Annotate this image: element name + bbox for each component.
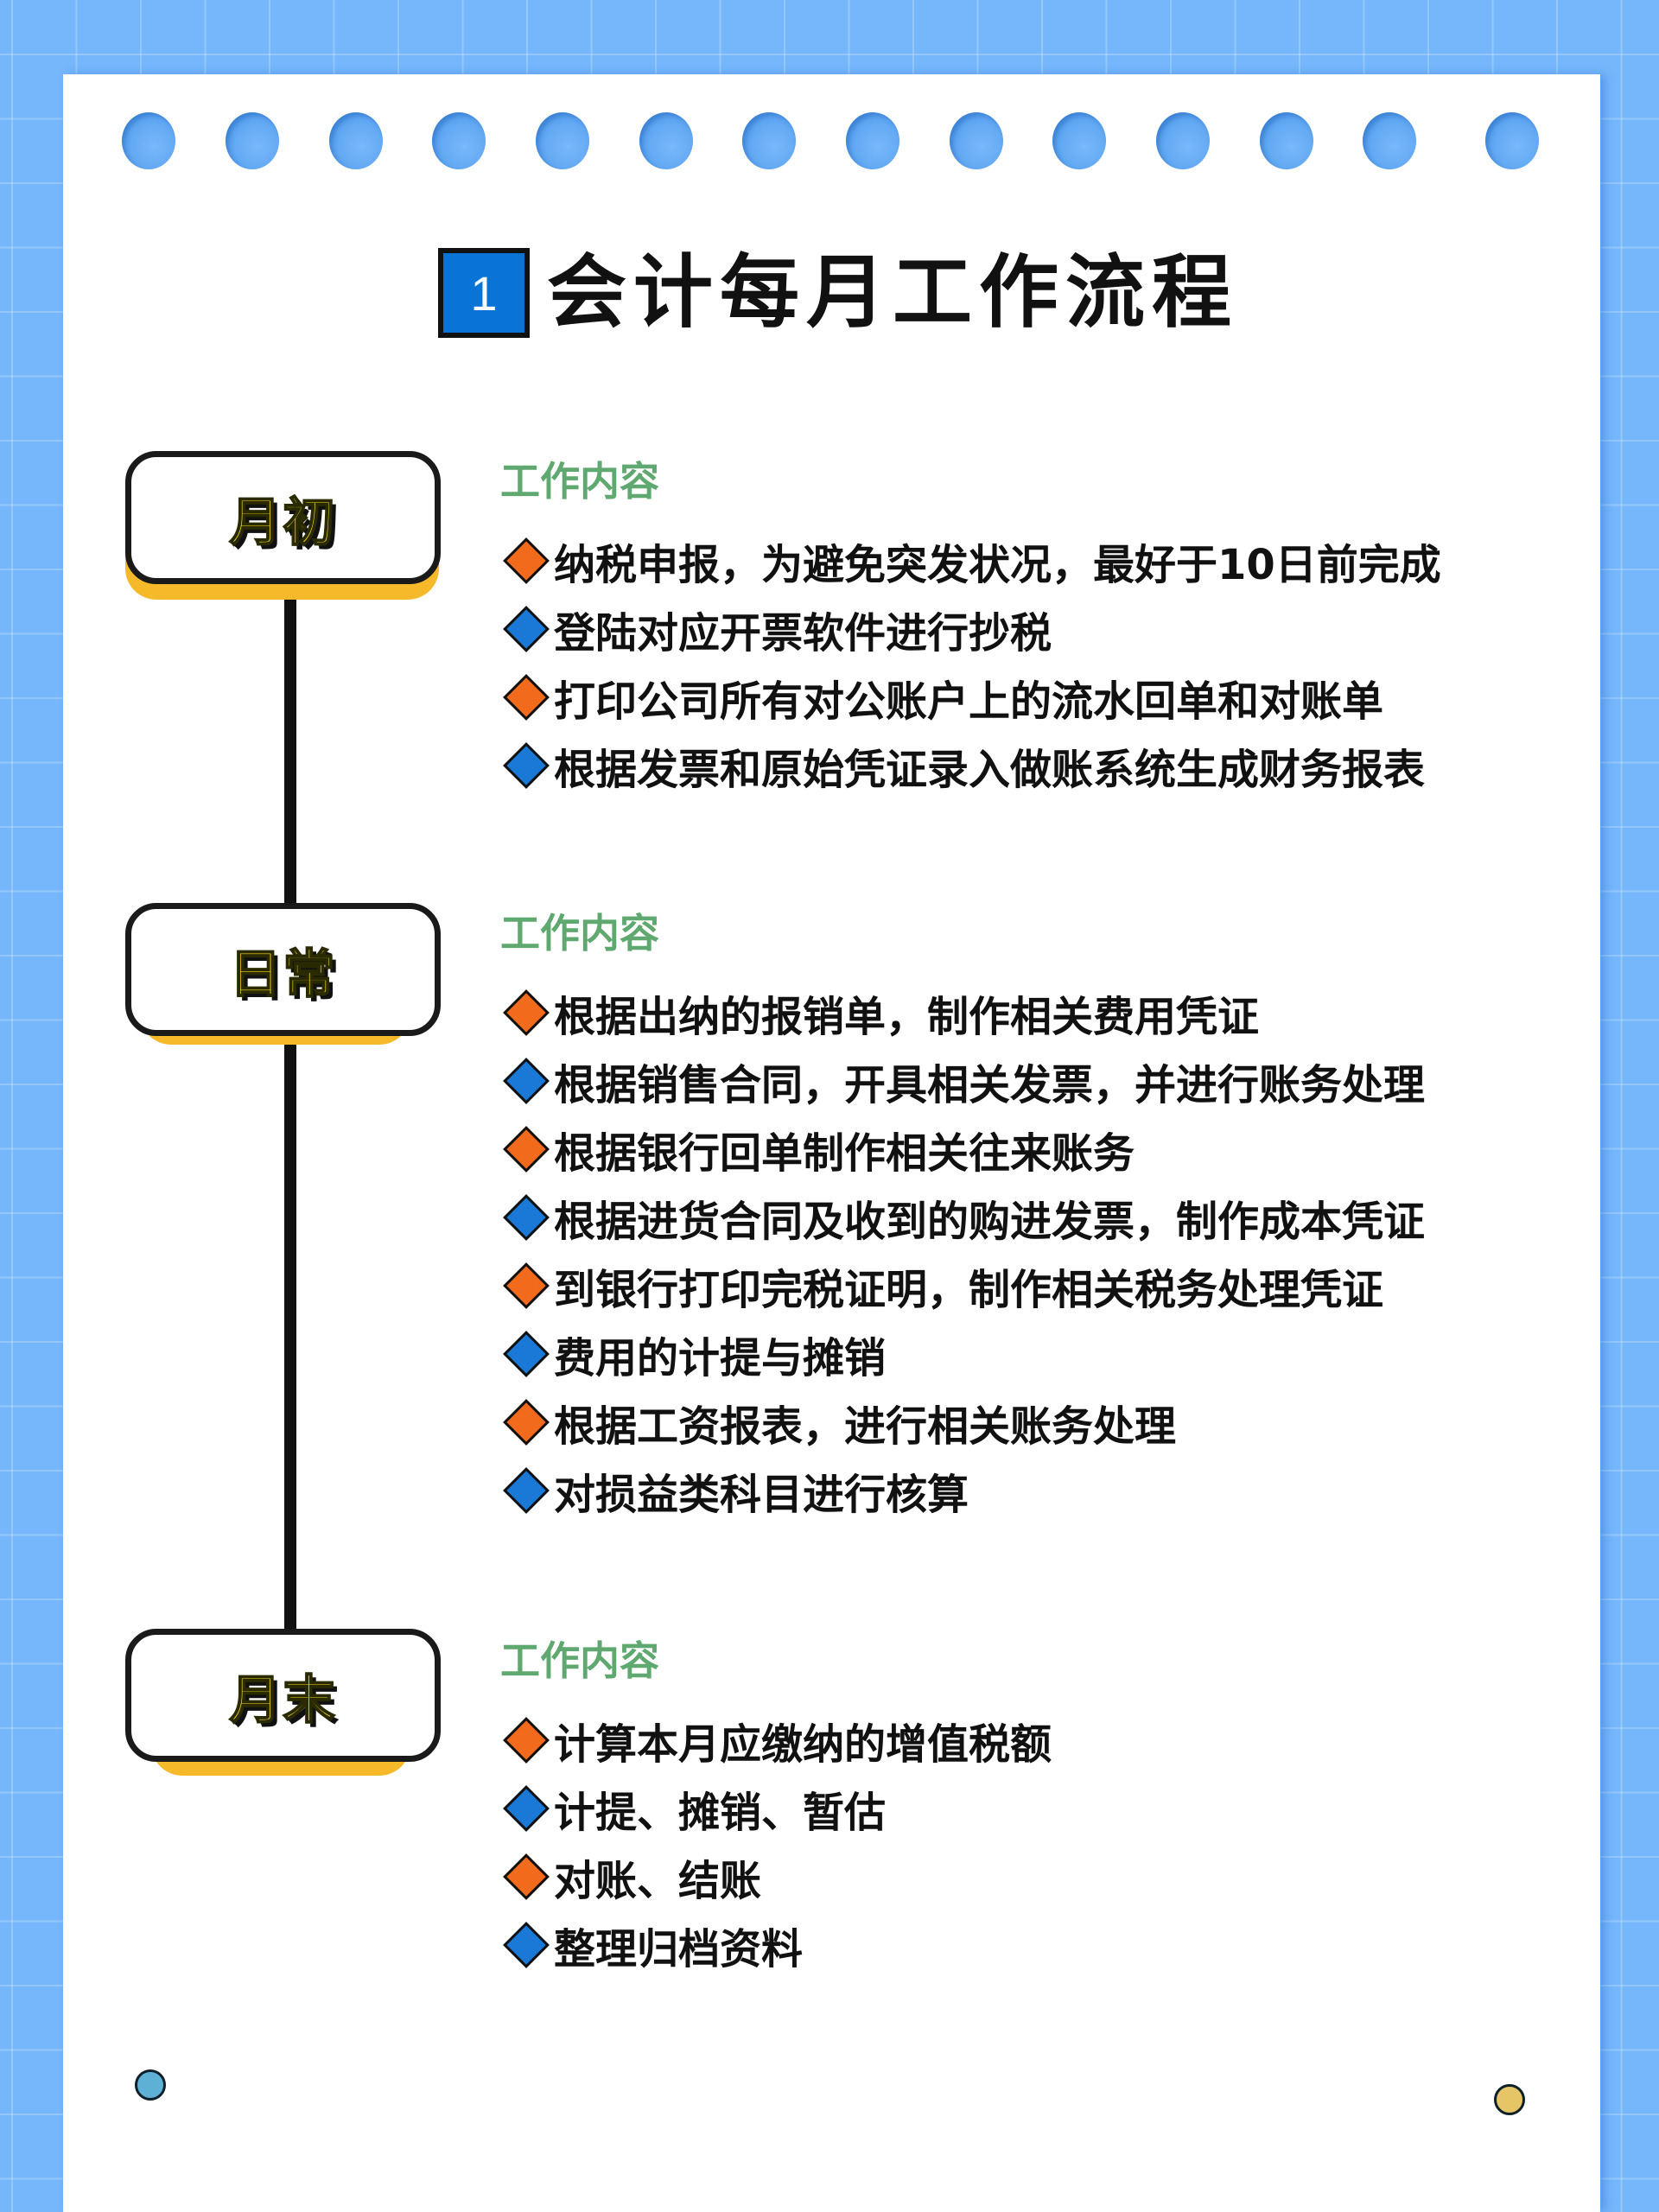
list-item: 登陆对应开票软件进行抄税 — [500, 594, 1572, 663]
section-heading: 工作内容 — [500, 458, 659, 505]
list-item: 根据出纳的报销单，制作相关费用凭证 — [500, 978, 1572, 1046]
item-text: 对账、结账 — [554, 1856, 762, 1905]
list-item: 打印公司所有对公账户上的流水回单和对账单 — [500, 663, 1572, 731]
item-text: 登陆对应开票软件进行抄税 — [554, 608, 1052, 658]
orange-diamond-icon — [503, 1262, 550, 1309]
orange-diamond-icon — [503, 673, 550, 721]
list-item: 对账、结账 — [500, 1842, 1572, 1910]
list-item: 根据发票和原始凭证录入做账系统生成财务报表 — [500, 731, 1572, 799]
decorative-dot-icon — [1494, 2084, 1525, 2115]
stage-daily: 日常 — [125, 903, 441, 1045]
binder-hole-icon — [639, 112, 693, 169]
binder-hole-icon — [432, 112, 486, 169]
stage-month-end: 月末 — [125, 1629, 441, 1776]
list-item: 计提、摊销、暂估 — [500, 1774, 1572, 1842]
item-text: 到银行打印完税证明，制作相关税务处理凭证 — [554, 1265, 1384, 1314]
blue-diamond-icon — [503, 1921, 550, 1968]
binder-hole-icon — [1052, 112, 1106, 169]
stage-label-box: 月末 — [125, 1629, 441, 1762]
stage-label: 日常 — [229, 944, 337, 1006]
stage-label: 月末 — [229, 1669, 337, 1732]
binder-hole-icon — [1156, 112, 1210, 169]
decorative-dot-icon — [135, 2069, 166, 2101]
item-text: 纳税申报，为避免突发状况，最好于10日前完成 — [554, 540, 1441, 589]
blue-diamond-icon — [503, 1330, 550, 1377]
binder-hole-icon — [742, 112, 796, 169]
item-text: 计算本月应缴纳的增值税额 — [554, 1719, 1052, 1769]
list-item: 纳税申报，为避免突发状况，最好于10日前完成 — [500, 526, 1572, 594]
blue-diamond-icon — [503, 1784, 550, 1832]
list-item: 整理归档资料 — [500, 1910, 1572, 1979]
item-text: 整理归档资料 — [554, 1924, 804, 1974]
stage-label-box: 日常 — [125, 903, 441, 1036]
orange-diamond-icon — [503, 1716, 550, 1764]
list-item: 根据银行回单制作相关往来账务 — [500, 1115, 1572, 1183]
blue-diamond-icon — [503, 1057, 550, 1104]
item-text: 根据出纳的报销单，制作相关费用凭证 — [554, 992, 1260, 1041]
item-text: 计提、摊销、暂估 — [554, 1788, 887, 1837]
page-title: 1 会计每月工作流程 — [438, 248, 1238, 338]
section-daily: 工作内容 根据出纳的报销单，制作相关费用凭证 根据销售合同，开具相关发票，并进行… — [500, 909, 1572, 1524]
list-item: 到银行打印完税证明，制作相关税务处理凭证 — [500, 1251, 1572, 1319]
blue-diamond-icon — [503, 1193, 550, 1241]
timeline-line — [284, 579, 296, 1633]
list-item: 对损益类科目进行核算 — [500, 1456, 1572, 1524]
list-item: 根据销售合同，开具相关发票，并进行账务处理 — [500, 1046, 1572, 1115]
binder-hole-icon — [226, 112, 279, 169]
blue-diamond-icon — [503, 741, 550, 789]
section-heading: 工作内容 — [500, 910, 659, 957]
blue-diamond-icon — [503, 1466, 550, 1514]
section-month-end: 工作内容 计算本月应缴纳的增值税额 计提、摊销、暂估 对账、结账 整理归档资料 — [500, 1637, 1572, 1979]
binder-hole-icon — [1260, 112, 1313, 169]
orange-diamond-icon — [503, 1125, 550, 1173]
binder-hole-icon — [1363, 112, 1416, 169]
section-month-start: 工作内容 纳税申报，为避免突发状况，最好于10日前完成 登陆对应开票软件进行抄税… — [500, 457, 1572, 799]
item-text: 根据工资报表，进行相关账务处理 — [554, 1402, 1177, 1451]
list-item: 费用的计提与摊销 — [500, 1319, 1572, 1388]
notebook-card: 1 会计每月工作流程 月初 工作内容 纳税申报，为避免突发状况，最好于10日前完… — [63, 74, 1600, 2212]
orange-diamond-icon — [503, 1398, 550, 1446]
item-text: 对损益类科目进行核算 — [554, 1470, 969, 1519]
orange-diamond-icon — [503, 988, 550, 1036]
orange-diamond-icon — [503, 1853, 550, 1900]
item-text: 根据发票和原始凭证录入做账系统生成财务报表 — [554, 745, 1426, 794]
title-number-badge: 1 — [438, 248, 530, 338]
list-item: 根据进货合同及收到的购进发票，制作成本凭证 — [500, 1183, 1572, 1251]
binder-hole-icon — [329, 112, 383, 169]
binder-hole-icon — [122, 112, 175, 169]
item-text: 根据销售合同，开具相关发票，并进行账务处理 — [554, 1060, 1426, 1109]
binder-hole-icon — [536, 112, 589, 169]
binder-hole-icon — [1485, 112, 1539, 169]
binder-holes — [63, 74, 1600, 247]
title-text: 会计每月工作流程 — [547, 246, 1239, 339]
orange-diamond-icon — [503, 537, 550, 584]
item-text: 根据进货合同及收到的购进发票，制作成本凭证 — [554, 1197, 1426, 1246]
item-text: 费用的计提与摊销 — [554, 1333, 887, 1382]
stage-label: 月初 — [229, 492, 337, 554]
section-heading: 工作内容 — [500, 1637, 659, 1684]
stage-label-box: 月初 — [125, 451, 441, 584]
blue-diamond-icon — [503, 605, 550, 652]
list-item: 计算本月应缴纳的增值税额 — [500, 1706, 1572, 1774]
item-text: 打印公司所有对公账户上的流水回单和对账单 — [554, 677, 1384, 726]
item-text: 根据银行回单制作相关往来账务 — [554, 1128, 1135, 1178]
binder-hole-icon — [950, 112, 1003, 169]
list-item: 根据工资报表，进行相关账务处理 — [500, 1388, 1572, 1456]
stage-month-start: 月初 — [125, 451, 441, 600]
binder-hole-icon — [846, 112, 899, 169]
